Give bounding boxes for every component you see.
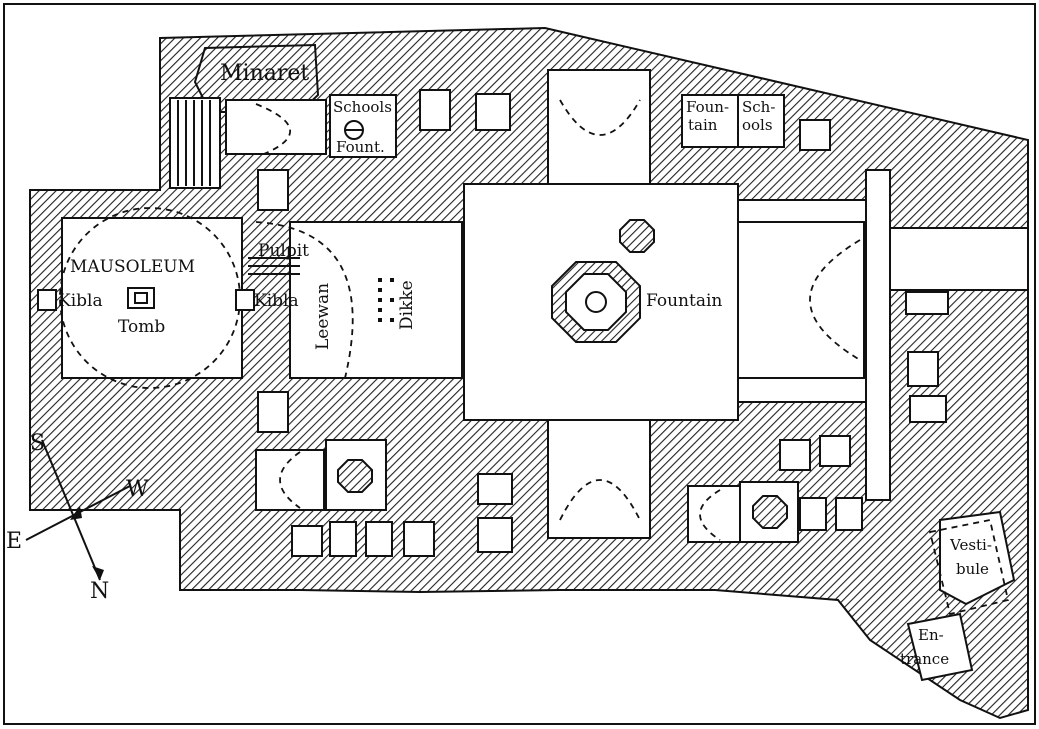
frame-border: [3, 3, 1036, 725]
north-iwan: [547, 69, 651, 185]
label-fountain-small-1: Foun-: [686, 98, 729, 116]
corridor-upper: [737, 199, 867, 223]
compass-label-e: E: [6, 529, 22, 554]
label-kibla-right: Kibla: [254, 291, 299, 311]
east-corridor: [865, 169, 891, 501]
label-tomb: Tomb: [118, 317, 165, 337]
upper-hall: [225, 99, 327, 155]
label-kibla-left: Kibla: [58, 291, 103, 311]
lower-right-hall: [687, 485, 741, 543]
pulpit-steps: [248, 257, 300, 275]
label-schools: Schools: [333, 98, 392, 116]
bottom-cells: [257, 89, 949, 557]
label-dikke: Dikke: [397, 280, 417, 330]
compass-rose: [25, 439, 131, 581]
kibla-niche-left: [37, 289, 57, 311]
label-fount: Fount.: [336, 138, 385, 156]
label-mausoleum: MAUSOLEUM: [70, 257, 195, 277]
label-vestibule-1: Vesti-: [949, 536, 992, 554]
leewan-arc: [255, 221, 354, 379]
east-iwan: [737, 221, 865, 379]
label-pulpit: Pulpit: [258, 241, 309, 261]
fountain-octagon: [551, 261, 641, 343]
label-schools-small-2: ools: [742, 116, 773, 134]
label-schools-small-1: Sch-: [742, 98, 775, 116]
label-fountain-small-2: tain: [688, 116, 718, 134]
kibla-niche-right: [235, 289, 255, 311]
schools-room-small: [737, 94, 785, 148]
tomb-marker: [127, 287, 155, 309]
lower-fountain-octagon: [337, 459, 373, 493]
fountain-room-small: [681, 94, 739, 148]
corridor-lower: [737, 377, 867, 403]
label-entrance-2: trance: [900, 650, 949, 668]
label-leewan: Leewan: [313, 283, 333, 350]
lower-right-fountain-octagon: [752, 495, 788, 529]
label-minaret: Minaret: [220, 61, 309, 86]
label-entrance-1: En-: [918, 626, 944, 644]
label-fountain: Fountain: [646, 291, 722, 311]
compass-label-n: N: [90, 579, 109, 604]
stair-lines: [177, 100, 211, 186]
compass-label-s: S: [30, 431, 45, 456]
label-vestibule-2: bule: [956, 560, 989, 578]
mausoleum-room: [61, 217, 243, 379]
vestibule: [928, 510, 1016, 616]
compass-label-w: W: [126, 477, 149, 502]
south-iwan: [547, 419, 651, 539]
entrance: [906, 612, 974, 682]
dikke-platform: [378, 278, 394, 322]
small-octagon: [619, 219, 655, 253]
side-corridor: [889, 227, 1029, 291]
leewan-room: [289, 221, 463, 379]
